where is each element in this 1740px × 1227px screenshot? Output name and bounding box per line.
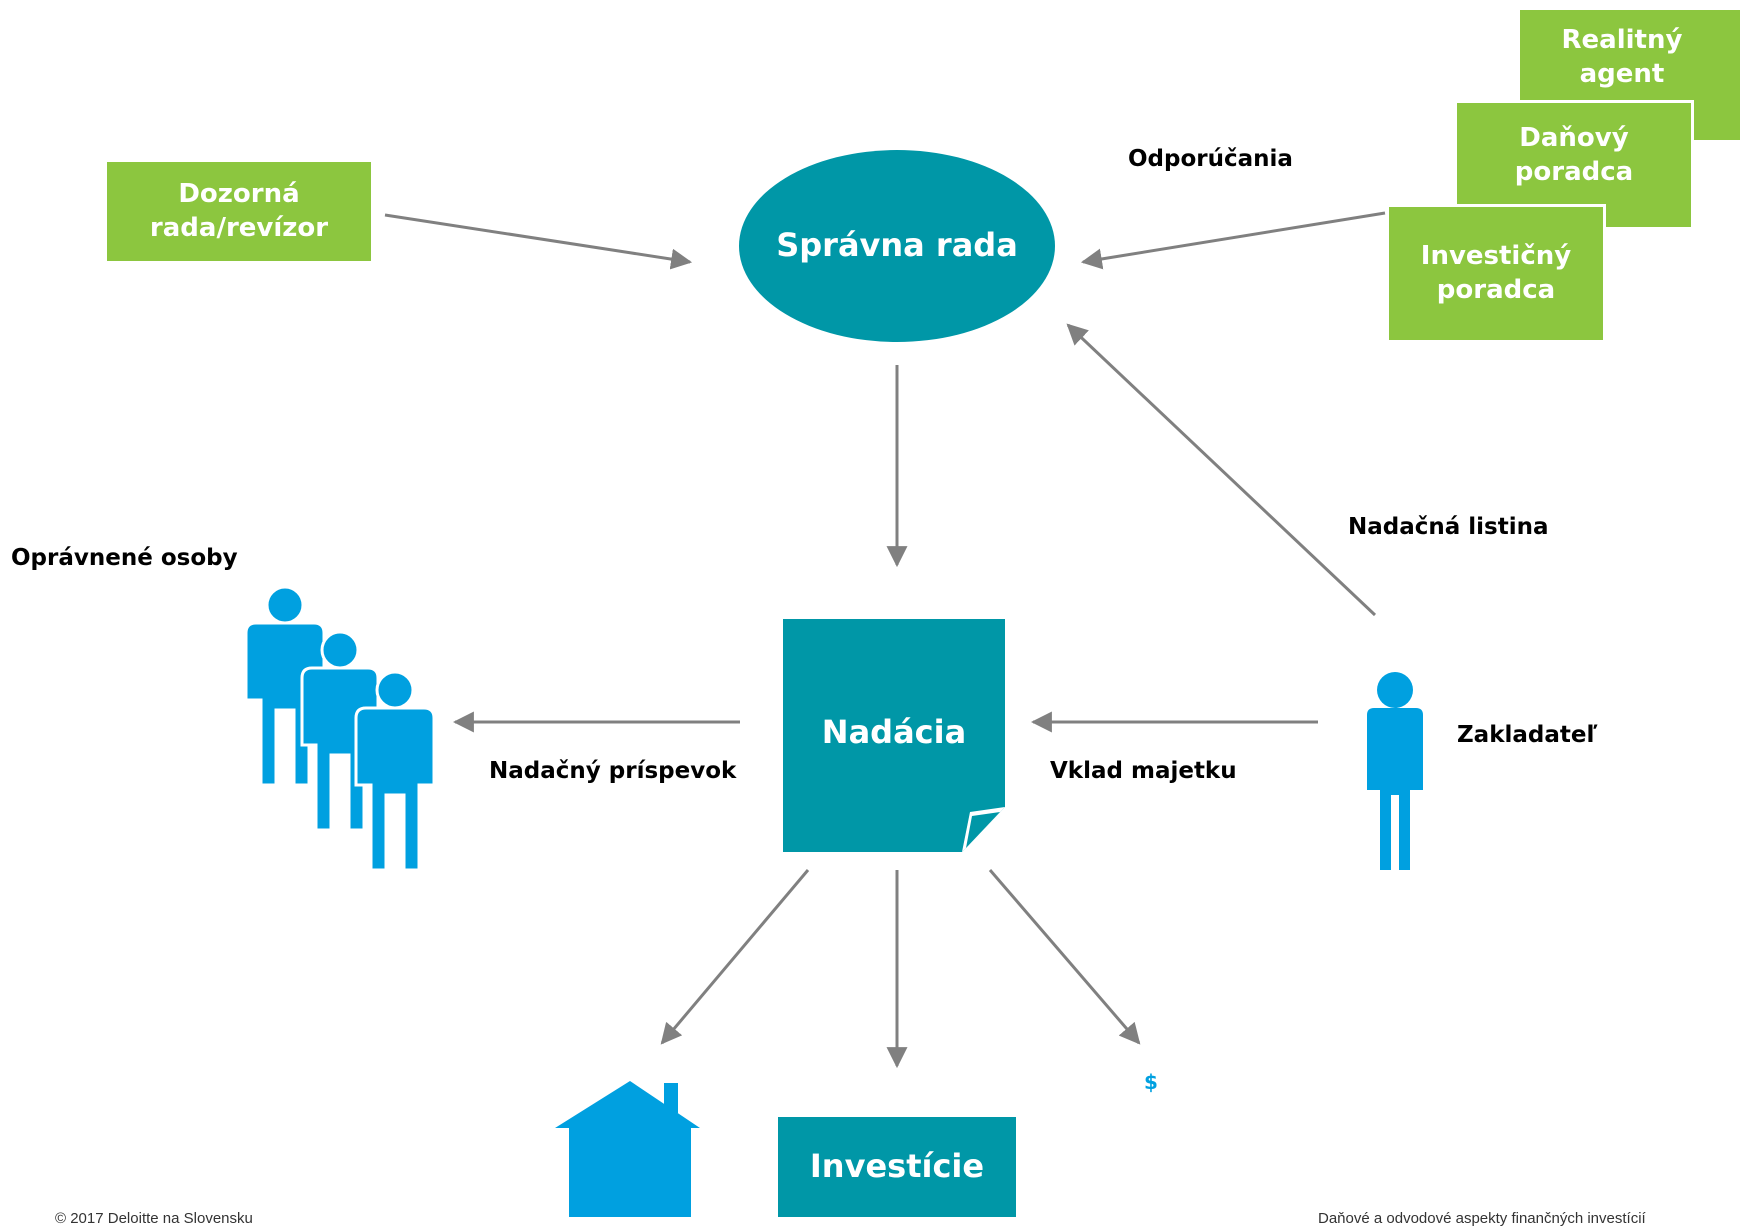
arrow-nadacia-to-dollar bbox=[988, 869, 1141, 1045]
footer-copyright: © 2017 Deloitte na Slovensku bbox=[55, 1210, 253, 1227]
folded-document-icon bbox=[783, 619, 1005, 852]
nadacny-prispevok-label: Nadačný príspevok bbox=[489, 758, 737, 784]
investicny-poradca-box: Investičný poradca bbox=[1386, 204, 1606, 343]
odporucania-label: Odporúčania bbox=[1128, 146, 1293, 172]
dozorna-rada-box: Dozorná rada/revízor bbox=[107, 162, 371, 261]
nadacna-listina-label: Nadačná listina bbox=[1348, 514, 1549, 540]
people-group-icon bbox=[244, 585, 436, 872]
spravna-rada-label: Správna rada bbox=[776, 226, 1018, 265]
spravna-rada-ellipse bbox=[739, 150, 1055, 342]
house-icon bbox=[555, 1081, 700, 1217]
dollar-icon: $ bbox=[1144, 1070, 1158, 1094]
arrow-poradcovia-to-spravna bbox=[1080, 211, 1386, 270]
arrow-dozorna-to-spravna bbox=[384, 213, 693, 270]
nadacia-label: Nadácia bbox=[821, 713, 967, 752]
arrow-zakladatel-to-spravna bbox=[1066, 323, 1377, 617]
zakladatel-label: Zakladateľ bbox=[1457, 722, 1598, 748]
vklad-majetku-label: Vklad majetku bbox=[1050, 758, 1237, 784]
footer-title: Daňové a odvodové aspekty finančných inv… bbox=[1318, 1210, 1646, 1227]
arrow-nadacia-to-house bbox=[660, 869, 810, 1045]
person-icon bbox=[1367, 672, 1423, 870]
opravnene-osoby-label: Oprávnené osoby bbox=[11, 545, 238, 571]
investicie-box: Investície bbox=[778, 1117, 1016, 1217]
arrows bbox=[384, 211, 1386, 1069]
